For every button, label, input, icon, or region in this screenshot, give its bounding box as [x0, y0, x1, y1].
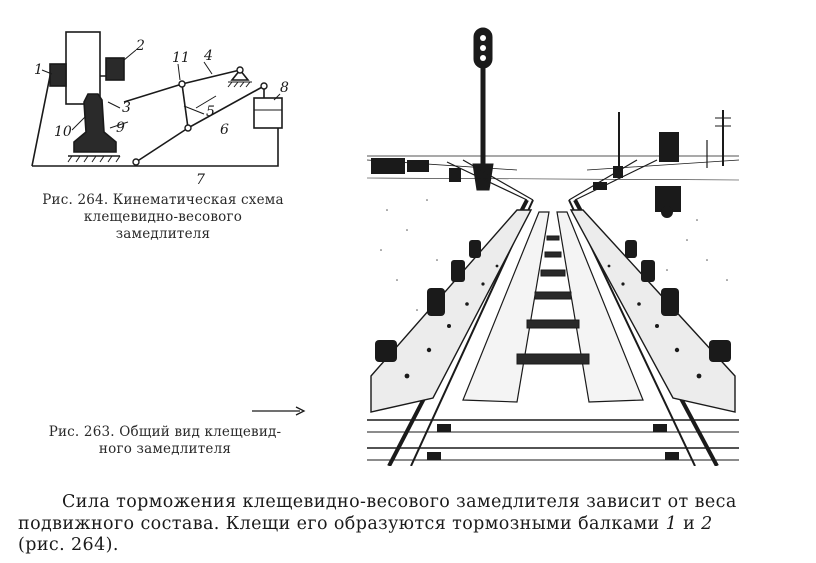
left-brake-beam: [370, 209, 533, 413]
figure-263-caption-line: ного замедлителя: [98, 441, 232, 457]
retarder-general-view-figure: [367, 27, 739, 466]
beam-1-ref: 1: [665, 513, 678, 534]
part-label-2: 2: [135, 38, 145, 54]
part-label-8: 8: [280, 80, 289, 96]
paragraph-line-2-text: подвижного состава. Клещи его образуются…: [18, 513, 666, 534]
paragraph-line-2: подвижного состава. Клещи его образуются…: [18, 514, 808, 536]
part-label-9: 9: [116, 120, 125, 136]
figure-264-caption: Рис. 264. Кинематическая схема клещевидн…: [38, 192, 288, 243]
paragraph-line-3: (рис. 264).: [18, 535, 119, 555]
part-label-4: 4: [203, 48, 213, 64]
paragraph-line-1: Сила торможения клещевидно-весового заме…: [62, 492, 737, 512]
body-paragraph: Сила торможения клещевидно-весового заме…: [18, 492, 808, 557]
part-label-11: 11: [172, 50, 190, 66]
figure-264-caption-line: замедлителя: [115, 226, 211, 242]
arrow-to-figure-icon: [252, 406, 306, 416]
part-label-10: 10: [54, 124, 72, 140]
part-label-1: 1: [34, 62, 43, 78]
figure-264-caption-line: Рис. 264. Кинематическая схема: [42, 192, 284, 208]
part-label-3: 3: [122, 100, 131, 116]
part-label-7: 7: [196, 172, 205, 188]
figure-263-caption-line: Рис. 263. Общий вид клещевид-: [48, 424, 282, 440]
conjunction: и: [677, 513, 702, 534]
part-label-5: 5: [206, 104, 215, 120]
figure-263-caption: Рис. 263. Общий вид клещевид- ного замед…: [30, 424, 300, 458]
signal-mast: [472, 27, 494, 191]
beam-2-ref: 2: [701, 513, 713, 534]
right-brake-beam: [569, 209, 736, 413]
figure-264-caption-line: клещевидно-весового: [83, 209, 243, 225]
part-label-6: 6: [220, 122, 229, 138]
kinematic-scheme-figure: 1 2 3 4 5 6 7 8 9 10 11: [31, 31, 289, 188]
